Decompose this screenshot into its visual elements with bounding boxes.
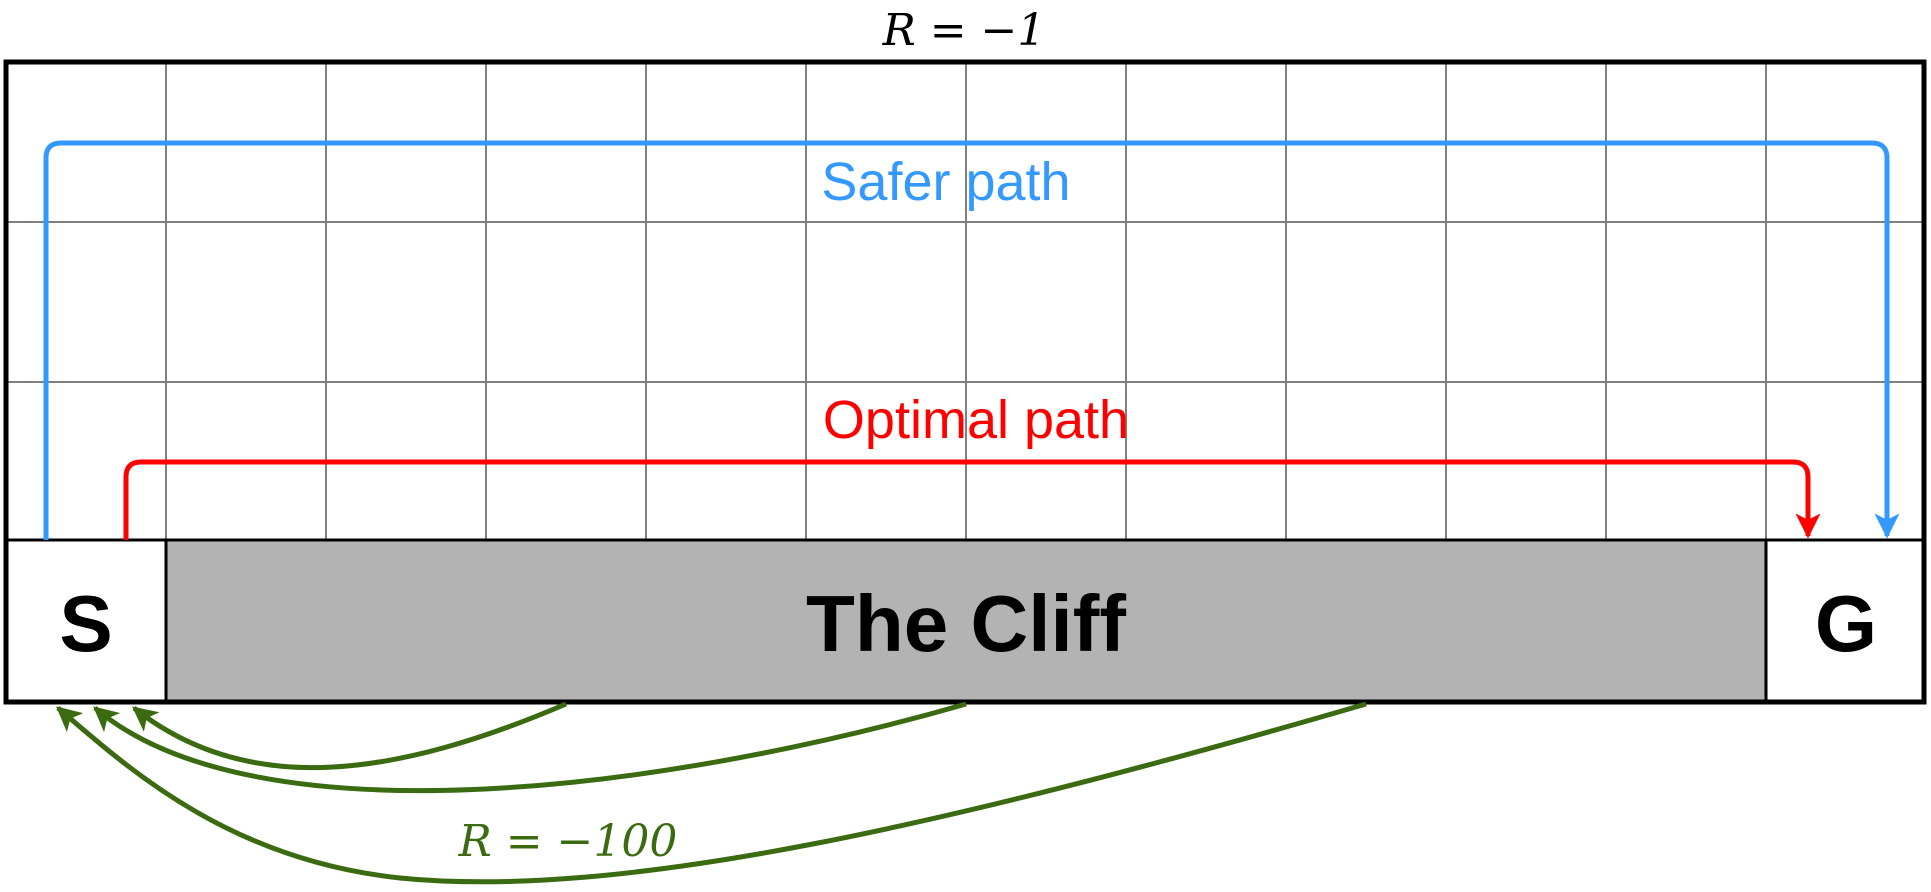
cliff-region (166, 540, 1766, 702)
step-reward-label: R = −1 (882, 5, 1046, 56)
cliff-penalty-label: R = −100 (458, 816, 678, 867)
goal-cell-label: G (1815, 579, 1877, 668)
cliff-label: The Cliff (806, 579, 1126, 668)
cliff-fall-arrow-3 (56, 701, 1367, 885)
optimal-path-label: Optimal path (823, 390, 1129, 450)
cliff-fall-arrow-1 (132, 701, 567, 771)
start-cell-label: S (59, 579, 112, 668)
safer-path-arrow (43, 140, 1900, 540)
grid (6, 62, 1924, 540)
optimal-path-arrow (123, 459, 1821, 540)
safer-path-label: Safer path (821, 152, 1070, 212)
cliff-fall-arrow-2 (93, 701, 967, 794)
